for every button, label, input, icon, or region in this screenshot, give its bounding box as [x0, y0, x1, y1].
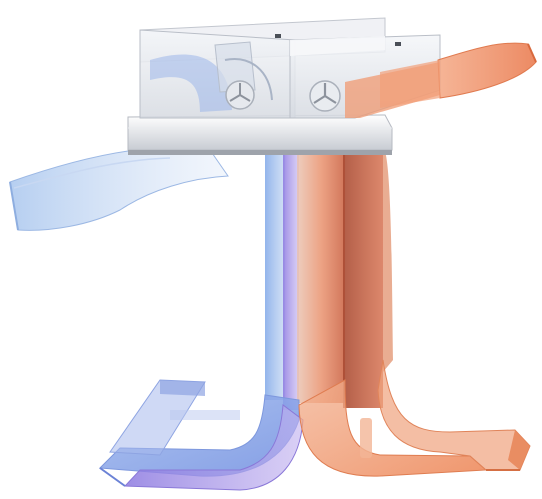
fan-icon	[226, 81, 254, 109]
warm-air-riser	[297, 148, 393, 408]
cold-air-riser	[265, 150, 299, 410]
fan-icon	[310, 81, 340, 111]
mounting-plate	[128, 115, 392, 155]
cold-air-floor-outlet	[100, 380, 303, 490]
cold-air-inlet-duct	[10, 148, 228, 230]
